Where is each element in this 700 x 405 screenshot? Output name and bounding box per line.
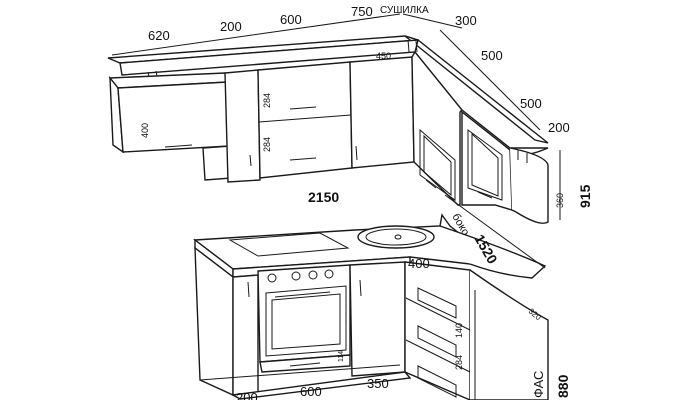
dim-h-915: 915	[577, 184, 593, 208]
dim-h-284c: 284	[454, 355, 464, 370]
dim-total-2150: 2150	[308, 189, 339, 205]
dim-counter-400: 400	[408, 256, 430, 271]
base-cabinets	[194, 246, 549, 402]
dim-h-284b: 284	[262, 137, 272, 152]
dim-bottom-200: 200	[236, 390, 258, 400]
dim-h-360: 360	[555, 193, 565, 208]
handle	[289, 106, 317, 110]
top-cornice	[107, 35, 549, 144]
hob	[228, 232, 350, 257]
handle	[164, 144, 193, 148]
dim-top-300: 300	[455, 13, 477, 28]
drawer-114	[259, 354, 351, 373]
label-dryer: СУШИЛКА	[380, 5, 429, 16]
dim-top-600: 600	[280, 12, 302, 27]
dim-h-114: 114	[338, 351, 345, 362]
dim-top-200: 200	[220, 19, 242, 34]
dim-right-200: 200	[548, 120, 570, 135]
upper-drawer-cabinet	[257, 61, 353, 179]
dim-bottom-350: 350	[367, 376, 389, 391]
dim-bottom-600: 600	[300, 384, 322, 399]
sink	[357, 225, 435, 249]
upper-tall-cabinet	[224, 69, 261, 183]
upper-corner-glass-cabinets	[411, 50, 549, 224]
dim-h-284a: 284	[262, 93, 272, 108]
dim-h-880: 880	[555, 374, 571, 398]
dim-right-500a: 500	[481, 48, 503, 63]
dim-h-140: 140	[454, 323, 464, 338]
handle	[289, 157, 317, 161]
dim-h-400: 400	[140, 123, 150, 138]
upper-cabinet-left	[108, 72, 231, 154]
dim-right-500b: 500	[520, 96, 542, 111]
upper-cabinet-450	[349, 56, 415, 169]
oven-handle	[274, 291, 331, 298]
label-facade: ФАС	[531, 371, 546, 398]
dim-top-750: 750	[351, 4, 373, 19]
dimension-lines	[111, 13, 561, 381]
dim-top-620: 620	[148, 28, 170, 43]
dim-d-450: 450	[376, 51, 391, 61]
